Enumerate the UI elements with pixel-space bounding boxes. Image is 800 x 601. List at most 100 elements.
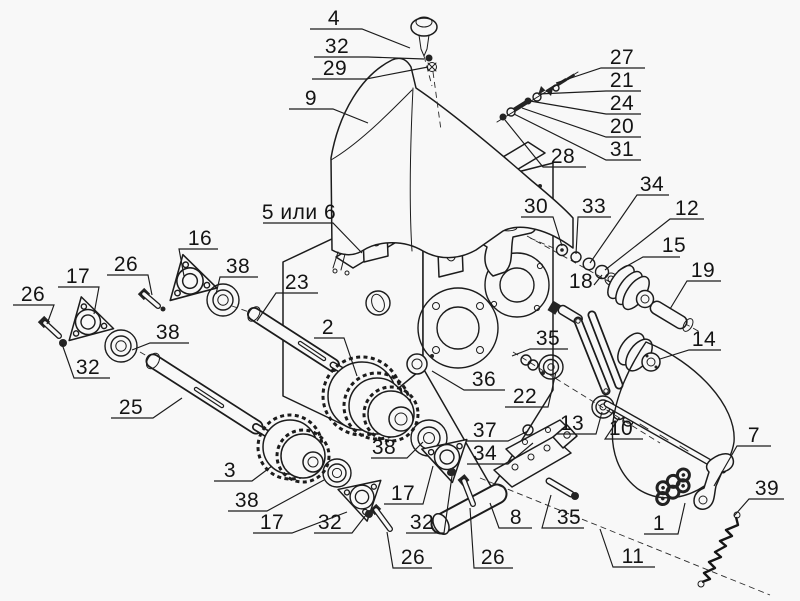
leader-line — [386, 531, 432, 569]
housing-bore-front — [417, 287, 499, 369]
callout-26: 26 — [13, 283, 55, 325]
part-number: 31 — [610, 138, 634, 161]
leader-line — [603, 417, 643, 440]
leader-line — [513, 113, 641, 161]
washer-36b — [527, 359, 539, 371]
shaft-25 — [145, 352, 270, 437]
part-number: 14 — [692, 328, 716, 351]
leader-line — [228, 479, 325, 512]
part-number: 9 — [305, 87, 317, 110]
part-number: 13 — [560, 412, 584, 435]
callout-20: 20 — [521, 107, 641, 138]
callout-17: 17 — [384, 465, 434, 505]
part-number: 26 — [401, 546, 425, 569]
callout-5-или-6: 5 или 6 — [262, 201, 363, 254]
callout-11: 11 — [599, 528, 655, 568]
part-number: 32 — [410, 511, 434, 534]
callout-32: 32 — [314, 35, 425, 60]
leader-line — [504, 119, 586, 168]
lower-shaft-assembly — [37, 290, 393, 532]
part-number: 26 — [21, 283, 45, 306]
callout-35: 35 — [511, 327, 568, 357]
part-number: 8 — [510, 506, 522, 529]
callout-16: 16 — [178, 227, 218, 277]
callout-23: 23 — [256, 271, 318, 322]
part-number: 1 — [653, 512, 665, 535]
leader-line — [61, 343, 110, 379]
flange-17a — [58, 290, 115, 342]
callout-32: 32 — [314, 511, 367, 534]
callout-8: 8 — [489, 502, 532, 529]
washer-37 — [522, 424, 534, 436]
callout-17: 17 — [58, 265, 100, 315]
bolt-26a — [37, 315, 62, 339]
leader-line — [13, 304, 55, 325]
callout-21: 21 — [537, 69, 641, 95]
leader-line — [215, 276, 258, 295]
callout-34: 34 — [589, 173, 669, 264]
callout-26: 26 — [386, 531, 432, 569]
leader-line — [713, 445, 771, 487]
callout-31: 31 — [513, 113, 641, 161]
part-number: 20 — [610, 115, 634, 138]
part-number: 38 — [372, 436, 396, 459]
part-number: 37 — [473, 419, 497, 442]
washer-34 — [582, 257, 596, 271]
part-number: 32 — [325, 35, 349, 58]
part-number: 30 — [524, 195, 548, 218]
housing-bore-rear — [484, 252, 550, 318]
leader-line — [589, 194, 669, 264]
part-number: 38 — [226, 255, 250, 278]
callout-19: 19 — [669, 259, 721, 310]
callout-26: 26 — [469, 507, 513, 569]
leader-line — [529, 100, 641, 115]
leader-line — [467, 430, 529, 442]
bearing-38a — [104, 329, 138, 363]
leader-line — [511, 348, 568, 357]
callout-26: 26 — [107, 253, 153, 296]
callout-13: 13 — [557, 411, 603, 435]
leader-line — [111, 397, 183, 419]
part-number: 12 — [675, 197, 699, 220]
leader-line — [253, 511, 348, 534]
part-number: 17 — [66, 265, 90, 288]
callout-17: 17 — [253, 511, 348, 534]
callout-24: 24 — [529, 92, 641, 115]
part-number: 34 — [640, 173, 664, 196]
leader-line — [659, 349, 721, 360]
leader-line — [310, 28, 411, 49]
leader-line — [107, 274, 153, 296]
callout-36: 36 — [431, 368, 505, 391]
housing-bushing — [406, 353, 428, 375]
leader-line — [131, 342, 189, 351]
leader-line — [521, 216, 563, 247]
part-number: 17 — [391, 482, 415, 505]
leader-line — [617, 256, 680, 272]
nut-32c — [365, 510, 373, 518]
part-number: 39 — [755, 477, 779, 500]
shift-knob — [410, 16, 442, 131]
tension-link — [573, 310, 624, 396]
part-number: 25 — [119, 396, 143, 419]
leader-line — [406, 475, 453, 534]
callout-38: 38 — [371, 436, 424, 459]
part-number: 27 — [610, 46, 634, 69]
callout-33: 33 — [575, 195, 611, 255]
part-number: 21 — [610, 69, 634, 92]
callout-37: 37 — [467, 419, 529, 442]
part-number: 19 — [691, 259, 715, 282]
callout-14: 14 — [659, 328, 721, 360]
washer-12 — [594, 264, 610, 280]
part-number: 7 — [748, 424, 760, 447]
part-number: 15 — [662, 234, 686, 257]
part-number: 23 — [285, 271, 309, 294]
part-number: 24 — [610, 92, 634, 115]
part-number: 18 — [569, 270, 593, 293]
bolt-35b — [545, 477, 579, 500]
part-number: 16 — [188, 227, 212, 250]
leader-line — [312, 66, 429, 80]
belt-loop — [611, 341, 735, 499]
